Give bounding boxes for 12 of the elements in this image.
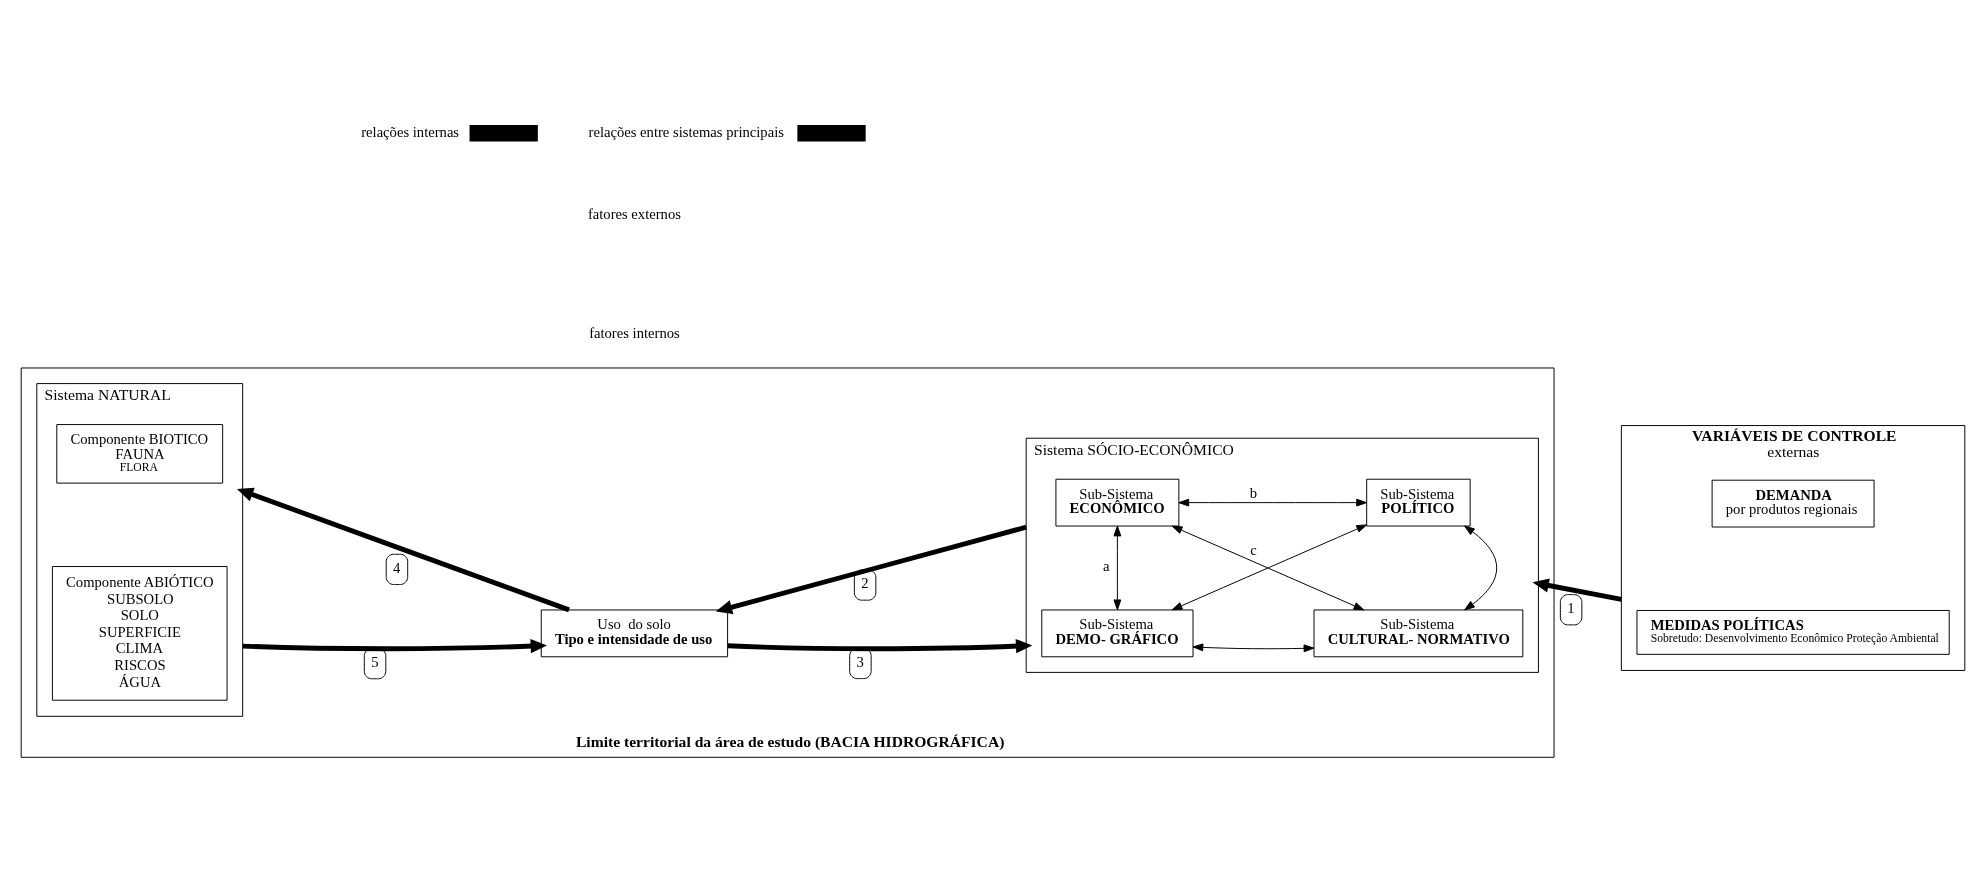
edge-label: a [1102, 558, 1110, 575]
edge-label: 4 [393, 559, 401, 576]
legend-label: relações entre sistemas principais [588, 123, 784, 140]
label: fatores externos [587, 206, 681, 223]
edge-label: c [1250, 542, 1257, 559]
label: fatores internos [589, 325, 680, 342]
edge-label: 3 [856, 653, 864, 670]
legend-label: relações internas [361, 123, 460, 140]
edge-label: 5 [371, 654, 379, 671]
edge-label: 2 [861, 575, 869, 592]
edge-label: b [1249, 484, 1258, 501]
edge-label: 1 [1567, 600, 1575, 617]
